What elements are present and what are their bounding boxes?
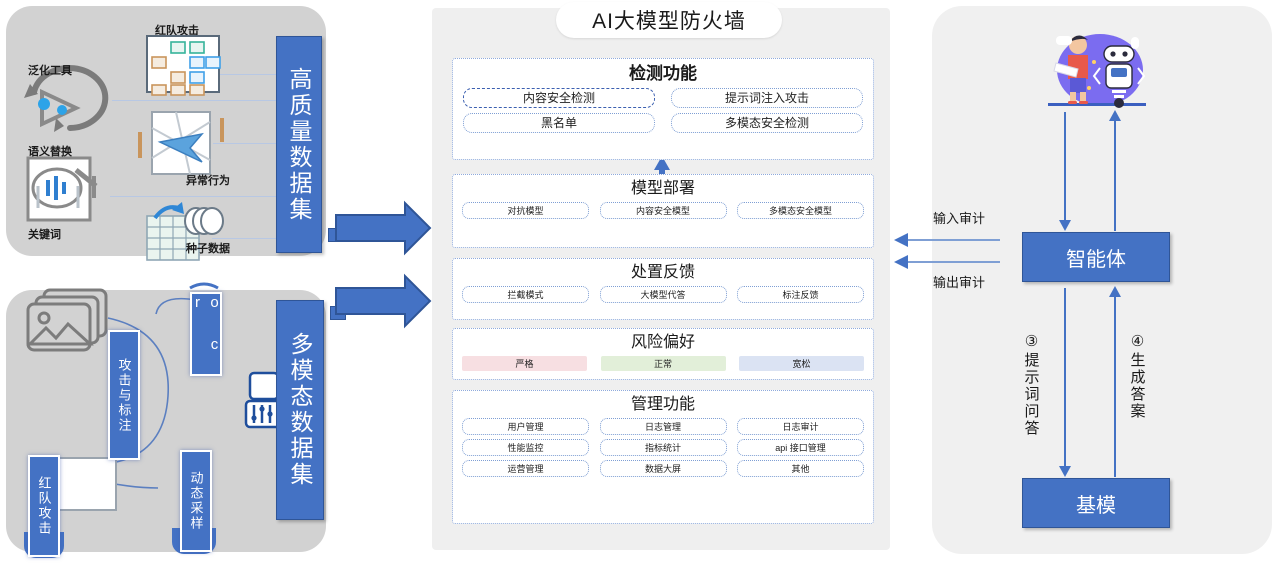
chip-data-dashboard[interactable]: 数据大屏 [599,459,727,477]
chip-user-management[interactable]: 用户管理 [462,417,589,435]
section-title: 检测功能 [629,64,697,83]
chip-row: 严格 正常 宽松 [453,355,873,371]
generate-answer-flow-label: ④生成答案 [1128,332,1146,420]
chip-metric-statistics[interactable]: 指标统计 [599,438,727,456]
connector-line [212,238,278,239]
chip-adversarial-model[interactable]: 对抗模型 [462,201,589,219]
section-risk-preference: 风险偏好 严格 正常 宽松 [452,328,874,380]
chip-row: 拦截模式 大模型代答 标注反馈 [453,285,873,303]
connector-line [112,100,278,101]
section-title: 风险偏好 [630,334,695,351]
red-team-attack-label: 红队攻击 [155,25,199,37]
section-model-deployment: 模型部署 对抗模型 内容安全模型 多模态安全模型 [452,174,874,248]
base-model-box[interactable]: 基模 [1022,478,1170,528]
chip-content-safety-detection[interactable]: 内容安全检测 [463,87,655,108]
keyword-label: 关键词 [28,229,61,241]
chip-log-management[interactable]: 日志管理 [599,417,727,435]
agent-box[interactable]: 智能体 [1022,232,1170,282]
ocr-tag: o c r [189,292,223,376]
chip-log-audit[interactable]: 日志审计 [737,417,864,435]
chip-prompt-injection-attack[interactable]: 提示词注入攻击 [671,87,863,108]
chip-row: 内容安全检测 提示词注入攻击 [453,87,873,108]
swatch-loose[interactable]: 宽松 [739,355,864,371]
chip-multimodal-safety-detection[interactable]: 多模态安全检测 [671,112,863,133]
connector-line [213,143,278,144]
red-team-attack-tag: 红队攻击 [28,455,60,557]
chip-row: 运营管理 数据大屏 其他 [453,459,873,477]
section-detection: 检测功能 内容安全检测 提示词注入攻击 黑名单 多模态安全检测 [452,58,874,160]
section-management: 管理功能 用户管理 日志管理 日志审计 性能监控 指标统计 api 接口管理 运… [452,390,874,524]
swatch-normal[interactable]: 正常 [600,355,726,371]
dynamic-sampling-tag: 动态采样 [180,450,212,552]
bar-connector-tick [328,228,344,242]
prompt-qa-flow-label: ③提示词问答 [1022,332,1040,437]
high-quality-dataset-bar: 高质量数据集 [276,36,322,253]
attack-annotation-tag: 攻击与标注 [108,330,140,460]
chip-row: 对抗模型 内容安全模型 多模态安全模型 [453,201,873,219]
chip-multimodal-safety-model[interactable]: 多模态安全模型 [737,201,864,219]
output-audit-label: 输出审计 [933,275,986,290]
chip-api-management[interactable]: api 接口管理 [737,438,864,456]
section-disposal-feedback: 处置反馈 拦截模式 大模型代答 标注反馈 [452,258,874,320]
input-audit-label: 输入审计 [933,211,986,226]
chip-row: 性能监控 指标统计 api 接口管理 [453,438,873,456]
section-title: 管理功能 [630,396,695,413]
arrow-multimodal-to-firewall [335,273,432,329]
bar-connector-tick [330,306,346,320]
section-title: 模型部署 [630,180,695,197]
chip-model-substitute-answer[interactable]: 大模型代答 [599,285,727,303]
chip-row: 黑名单 多模态安全检测 [453,112,873,133]
seed-data-label: 种子数据 [186,243,230,255]
semantic-substitution-label: 语义替换 [28,146,72,158]
chip-block-mode[interactable]: 拦截模式 [462,285,589,303]
abnormal-behavior-label: 异常行为 [186,175,230,187]
chip-performance-monitoring[interactable]: 性能监控 [462,438,589,456]
chip-content-safety-model[interactable]: 内容安全模型 [599,201,727,219]
page-title: AI大模型防火墙 [556,2,782,38]
chip-row: 用户管理 日志管理 日志审计 [453,417,873,435]
chip-blacklist[interactable]: 黑名单 [463,112,655,133]
chip-operations-management[interactable]: 运营管理 [462,459,589,477]
arrow-dataset-to-firewall [335,200,432,256]
generalization-tool-label: 泛化工具 [28,65,72,77]
chip-other[interactable]: 其他 [737,459,864,477]
chip-annotation-feedback[interactable]: 标注反馈 [737,285,864,303]
swatch-strict[interactable]: 严格 [462,355,587,371]
connector-line [216,74,278,75]
section-title: 处置反馈 [630,264,695,281]
multimodal-dataset-bar: 多模态数据集 [276,300,324,520]
connector-line [110,196,278,197]
